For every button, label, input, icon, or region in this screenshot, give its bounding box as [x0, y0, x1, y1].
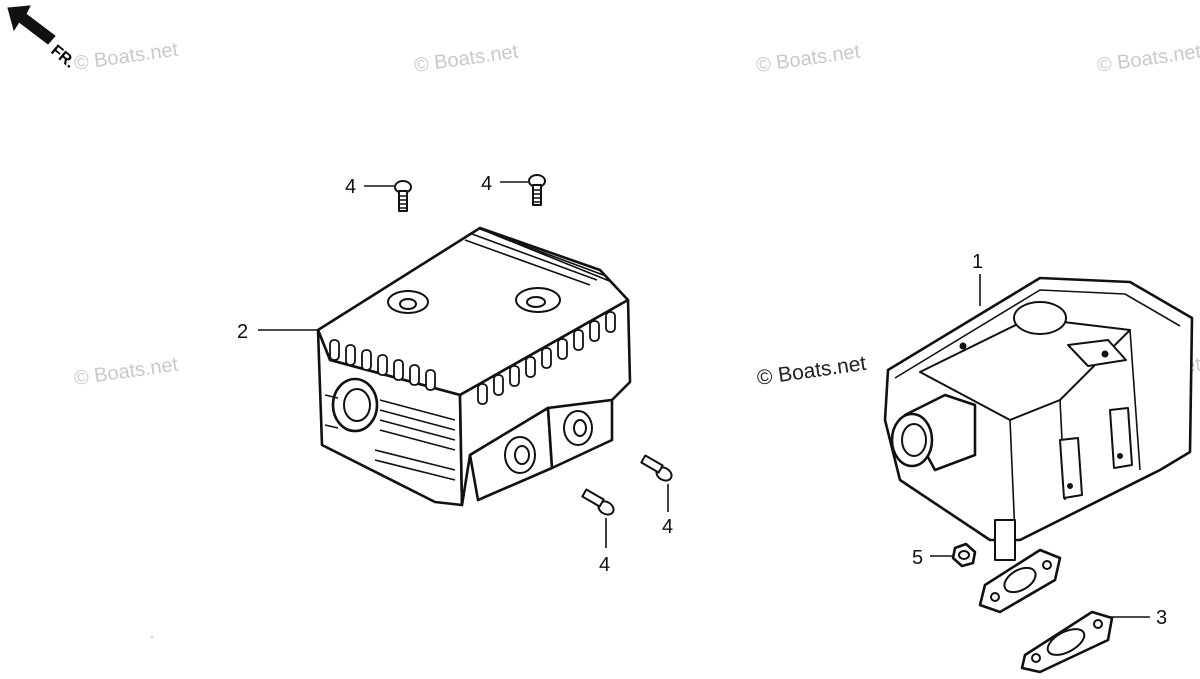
screw-bottom-left: [581, 488, 615, 516]
watermark-5: © Boats.net: [73, 354, 180, 390]
front-direction-arrow: FR.: [7, 5, 78, 72]
callout-4a: 4: [345, 176, 356, 198]
screw-top-right: [528, 174, 546, 206]
screw-top-left: [394, 180, 412, 212]
callout-4c: 4: [662, 516, 673, 538]
front-label: FR.: [47, 42, 78, 72]
callout-1: 1: [972, 251, 983, 273]
muffler: [883, 276, 1194, 614]
callout-4d: 4: [599, 554, 610, 576]
watermark-1: © Boats.net: [73, 39, 180, 75]
watermark-2: © Boats.net: [413, 41, 520, 77]
nut: [951, 542, 977, 568]
callout-2: 2: [237, 321, 248, 343]
muffler-protector: [316, 226, 632, 507]
watermark-3: © Boats.net: [755, 41, 862, 77]
callout-3: 3: [1156, 607, 1167, 629]
watermark-7: © Boats.net: [755, 352, 867, 390]
gasket: [1020, 610, 1114, 674]
callout-4b: 4: [481, 173, 492, 195]
scan-speck: [151, 636, 153, 638]
screw-bottom-right: [640, 454, 673, 482]
front-arrow-icon: [7, 5, 56, 45]
watermark-4: © Boats.net: [1096, 41, 1200, 77]
callout-5: 5: [912, 547, 923, 569]
